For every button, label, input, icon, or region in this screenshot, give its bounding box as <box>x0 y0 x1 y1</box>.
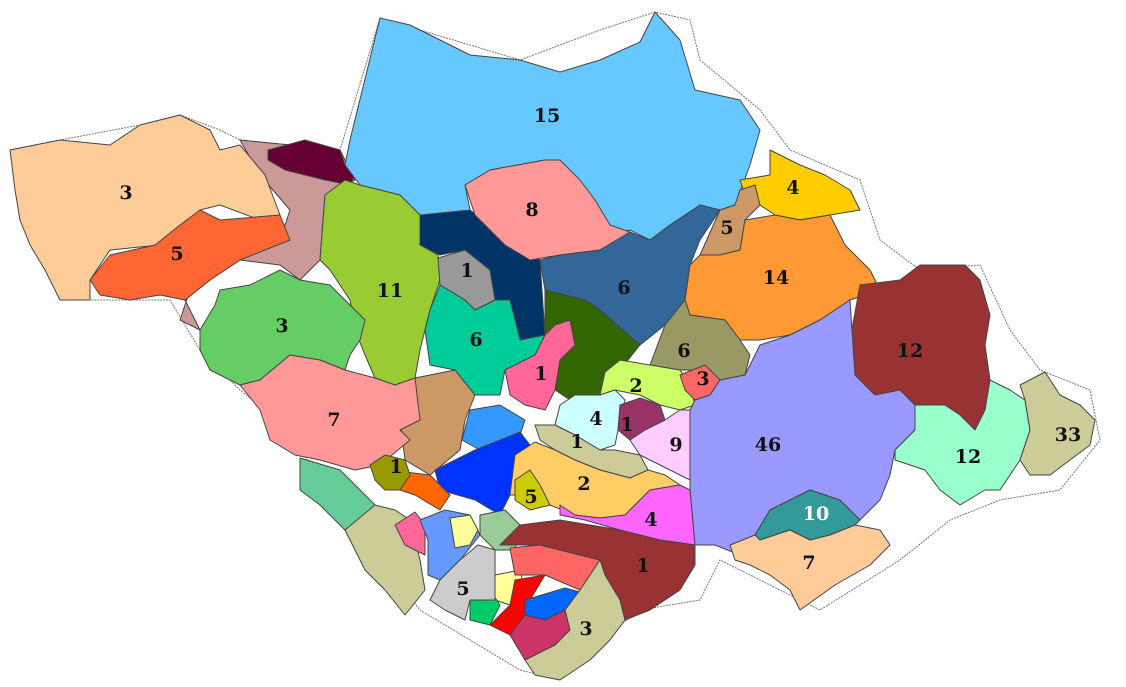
region-royal-blue[interactable] <box>434 431 531 516</box>
label-15: 15 <box>534 105 560 127</box>
region-rose[interactable] <box>394 511 426 556</box>
label-11: 11 <box>377 280 403 302</box>
label-1-purple: 1 <box>620 414 633 436</box>
label-3-khaki: 3 <box>579 618 592 640</box>
label-3-west: 3 <box>119 182 132 204</box>
label-6-olive: 6 <box>677 340 690 362</box>
region-7-peach[interactable] <box>729 524 891 611</box>
region-5-silver[interactable] <box>429 544 496 621</box>
region-7-pink[interactable] <box>239 354 421 471</box>
region-light-yellow-1[interactable] <box>449 514 479 549</box>
region-3-khaki[interactable] <box>524 559 626 681</box>
label-1-darkred: 1 <box>636 555 649 577</box>
label-1-beige: 1 <box>570 431 583 453</box>
label-9: 9 <box>669 434 682 456</box>
label-1-olive-small: 1 <box>389 456 402 478</box>
region-11[interactable] <box>319 179 441 386</box>
region-1-pink[interactable] <box>504 319 576 411</box>
label-12-maroon: 12 <box>897 340 923 362</box>
region-5-yellow[interactable] <box>514 469 551 511</box>
region-4-gold[interactable] <box>739 149 861 221</box>
label-8: 8 <box>525 199 538 221</box>
label-46: 46 <box>755 434 781 456</box>
region-33[interactable] <box>1019 371 1096 476</box>
region-6-darkblue[interactable] <box>539 204 721 346</box>
label-5-silver: 5 <box>456 578 469 600</box>
label-7-pink: 7 <box>327 409 340 431</box>
label-1-grey: 1 <box>460 260 473 282</box>
label-7-peach: 7 <box>802 552 815 574</box>
label-33: 33 <box>1055 424 1081 446</box>
region-3-west[interactable] <box>9 114 281 301</box>
region-1-olive-small[interactable] <box>369 454 411 491</box>
region-5-west[interactable] <box>89 209 291 301</box>
label-4-lightblue: 4 <box>589 408 602 430</box>
label-10: 10 <box>803 503 829 525</box>
label-3-green: 3 <box>275 315 288 337</box>
label-2-lime: 2 <box>629 375 642 397</box>
label-3-salmon: 3 <box>696 368 709 390</box>
label-12-mint: 12 <box>955 446 981 468</box>
label-5-west: 5 <box>170 243 183 265</box>
label-4-magenta: 4 <box>644 509 657 531</box>
label-5-tan: 5 <box>720 217 733 239</box>
label-6-teal: 6 <box>469 329 482 351</box>
region-9[interactable] <box>629 409 691 481</box>
label-2-orange: 2 <box>577 473 590 495</box>
label-1-pink: 1 <box>534 363 547 385</box>
label-14: 14 <box>763 267 789 289</box>
label-6-darkblue: 6 <box>617 277 630 299</box>
label-4-gold: 4 <box>786 177 799 199</box>
region-4-magenta[interactable] <box>559 484 696 546</box>
region-8[interactable] <box>464 159 631 261</box>
label-5-yellow: 5 <box>524 486 537 508</box>
